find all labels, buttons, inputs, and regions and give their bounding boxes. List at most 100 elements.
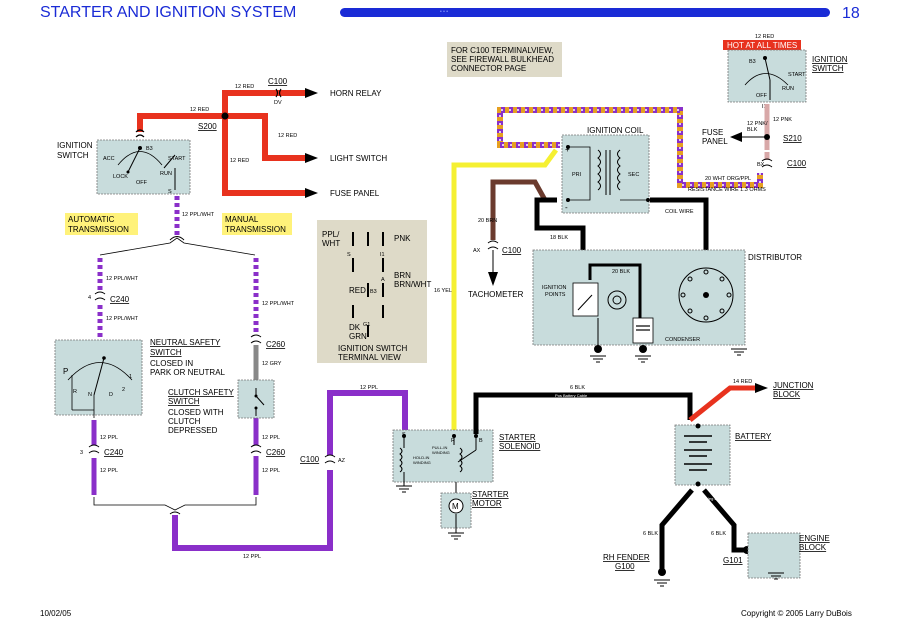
ign-right-start: START — [788, 72, 806, 78]
right-fuse-2: PANEL — [702, 137, 728, 146]
tach-arrow — [488, 272, 498, 286]
nss-gear-1: 1 — [129, 374, 132, 380]
wire-ppl-wht-main — [99, 196, 256, 256]
manual-trans-box — [222, 213, 292, 235]
splice-s200-label: S200 — [198, 122, 217, 131]
tv-g1: G1 — [363, 322, 370, 328]
auto-trans-label-1: AUTOMATIC — [68, 215, 115, 224]
hot-at-all-times-box — [723, 40, 801, 50]
nss-wire-out-bottom: 12 PPL — [100, 468, 118, 474]
nss-title-1: NEUTRAL SAFETY — [150, 338, 221, 347]
wire-14red — [688, 385, 755, 422]
css-wire-mid: 12 GRY — [262, 361, 282, 367]
nss-gear-n: N — [88, 392, 92, 398]
ign-left-run: RUN — [160, 171, 172, 177]
tv-wht: WHT — [322, 239, 340, 248]
ground-symbols-dist — [590, 348, 747, 363]
tv-dk: DK — [349, 323, 361, 332]
ign-right-wire-top: 12 RED — [755, 34, 774, 40]
c100-top-pin: DV — [274, 100, 282, 106]
tv-i1: I1 — [380, 252, 385, 258]
css-wire-bottom: 12 PPL — [262, 468, 280, 474]
resistance-wire — [497, 107, 763, 188]
dist-points-1: IGNITION — [542, 285, 566, 291]
ign-right-off: OFF — [756, 93, 768, 99]
nss-desc-2: PARK OR NEUTRAL — [150, 368, 226, 377]
wire-label-ppl-wht-main: 12 PPL/WHT — [182, 212, 215, 218]
bottom-wire-label: 12 PPL — [243, 554, 261, 560]
wire-label-16yel: 16 YEL — [434, 288, 452, 294]
c100-note-box — [447, 42, 562, 77]
wire-label-12red-d: 12 RED — [230, 158, 249, 164]
coil-sec: SEC — [628, 172, 639, 178]
engine-block-2: BLOCK — [799, 543, 827, 552]
tv-red: RED — [349, 286, 366, 295]
page-title: STARTER AND IGNITION SYSTEM — [40, 4, 296, 21]
manual-trans-label-1: MANUAL — [225, 215, 259, 224]
sol-pull-in: PULL-IN — [432, 445, 447, 450]
css-desc-1: CLOSED WITH — [168, 408, 224, 417]
nss-gear-2: 2 — [122, 387, 125, 393]
ignition-coil — [561, 134, 650, 214]
tv-b3: B3 — [370, 289, 377, 295]
ign-right-run: RUN — [782, 86, 794, 92]
tv-brn: BRN — [394, 271, 411, 280]
right-pnk-blk-2: BLK — [747, 127, 758, 133]
css-c260: C260 — [266, 340, 286, 349]
wire-label-12red-b: 12 RED — [235, 84, 254, 90]
css-wire-top: 12 PPL/WHT — [262, 301, 295, 307]
ign-right-title-1: IGNITION — [812, 55, 848, 64]
dist-condenser: CONDENSER — [665, 337, 700, 343]
c100-mid-pin: AZ — [338, 458, 346, 464]
ign-switch-left-title-1: IGNITION — [57, 141, 93, 150]
batt-pos-wire: 6 BLK — [570, 385, 585, 391]
footer-copyright: Copyright © 2005 Larry DuBois — [741, 609, 852, 618]
red-feed-wires — [137, 88, 318, 198]
nss-pin4: 4 — [88, 295, 91, 301]
terminal-view-panel — [317, 220, 427, 363]
css-title-1: CLUTCH SAFETY — [168, 388, 234, 397]
nss-gear-d: D — [109, 392, 113, 398]
sol-winding-2: WINDING — [413, 460, 431, 465]
distributor-title: DISTRIBUTOR — [748, 253, 802, 262]
battery-title: BATTERY — [735, 432, 772, 441]
wire-pink-right — [730, 104, 773, 168]
motor-title-1: STARTER — [472, 490, 509, 499]
c100-note-2: SEE FIREWALL BULKHEAD — [451, 55, 554, 64]
title-bar — [340, 8, 830, 17]
sol-s: S — [402, 432, 406, 438]
light-switch-label: LIGHT SWITCH — [330, 154, 387, 163]
nss-gear-r: R — [73, 389, 77, 395]
batt-neg-right: 6 BLK — [711, 531, 726, 537]
coil-plus: + — [565, 145, 570, 154]
wire-yellow — [451, 148, 559, 432]
coil-pri: PRI — [572, 172, 582, 178]
c100-mid-wire: 12 PPL — [360, 385, 378, 391]
tv-s: S — [347, 252, 351, 258]
clutch-safety-switch — [237, 379, 275, 419]
nss-wire-upper: 12 PPL/WHT — [106, 276, 139, 282]
batt-14red: 14 RED — [733, 379, 752, 385]
sol-winding: WINDING — [432, 450, 450, 455]
neutral-safety-switch — [54, 339, 143, 418]
starter-solenoid — [392, 429, 494, 493]
css-desc-3: DEPRESSED — [168, 426, 218, 435]
tv-grn: GRN — [349, 332, 367, 341]
nss-wire-lower: 12 PPL/WHT — [106, 316, 139, 322]
auto-trans-box — [65, 213, 138, 235]
right-bx: BX — [757, 162, 765, 168]
ign-right-b3: B3 — [749, 59, 756, 65]
right-s210: S210 — [783, 134, 802, 143]
tach-c100-pin: AX — [473, 248, 481, 254]
resistance-label-1: 20 WHT ORG/PPL — [705, 176, 751, 182]
sol-title-2: SOLENOID — [499, 442, 541, 451]
sol-r: R — [451, 438, 455, 444]
manual-trans-label-2: TRANSMISSION — [225, 225, 286, 234]
hot-at-all-times-label: HOT AT ALL TIMES — [727, 41, 797, 50]
batt-neg-caption: Neg Battery Cable — [706, 496, 739, 501]
g101: G101 — [723, 556, 743, 565]
fuse-panel-label: FUSE PANEL — [330, 189, 380, 198]
ignition-switch-right — [727, 49, 807, 103]
tach-wire-label: 20 BRN — [478, 218, 497, 224]
